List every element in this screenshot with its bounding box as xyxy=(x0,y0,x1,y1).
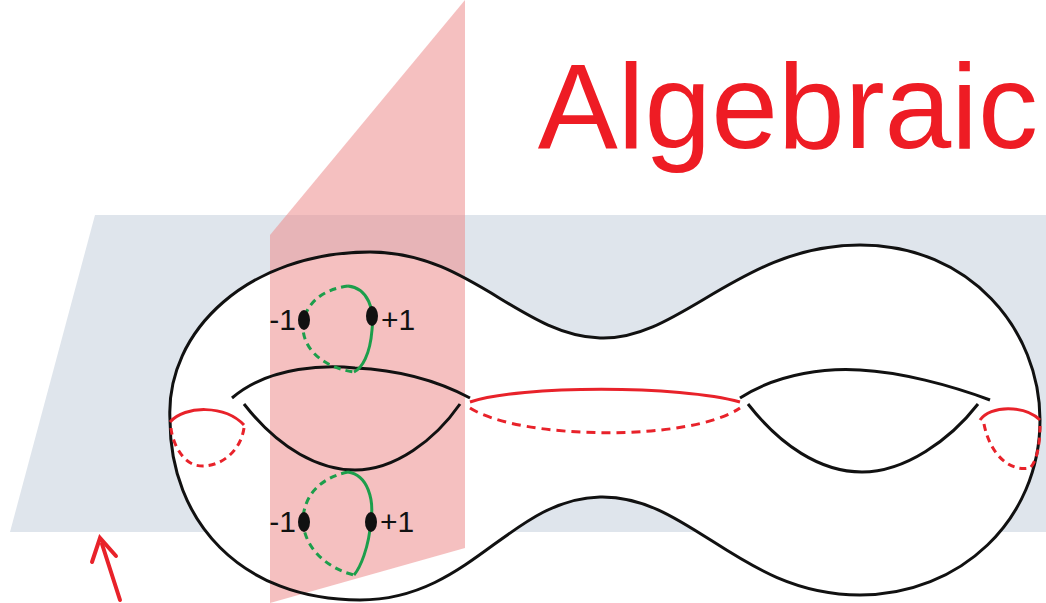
point-label: -1 xyxy=(269,507,296,537)
point-label: +1 xyxy=(381,305,415,335)
point-label: +1 xyxy=(380,507,414,537)
red-cycles xyxy=(170,389,1040,468)
red-arrow xyxy=(92,538,120,600)
vertical-plane xyxy=(270,0,465,603)
surface-outline xyxy=(170,245,1040,600)
green-cycles xyxy=(303,286,373,575)
point-label: -1 xyxy=(269,305,296,335)
marked-points xyxy=(298,306,378,532)
title-text: Algebraic xyxy=(538,46,1038,166)
